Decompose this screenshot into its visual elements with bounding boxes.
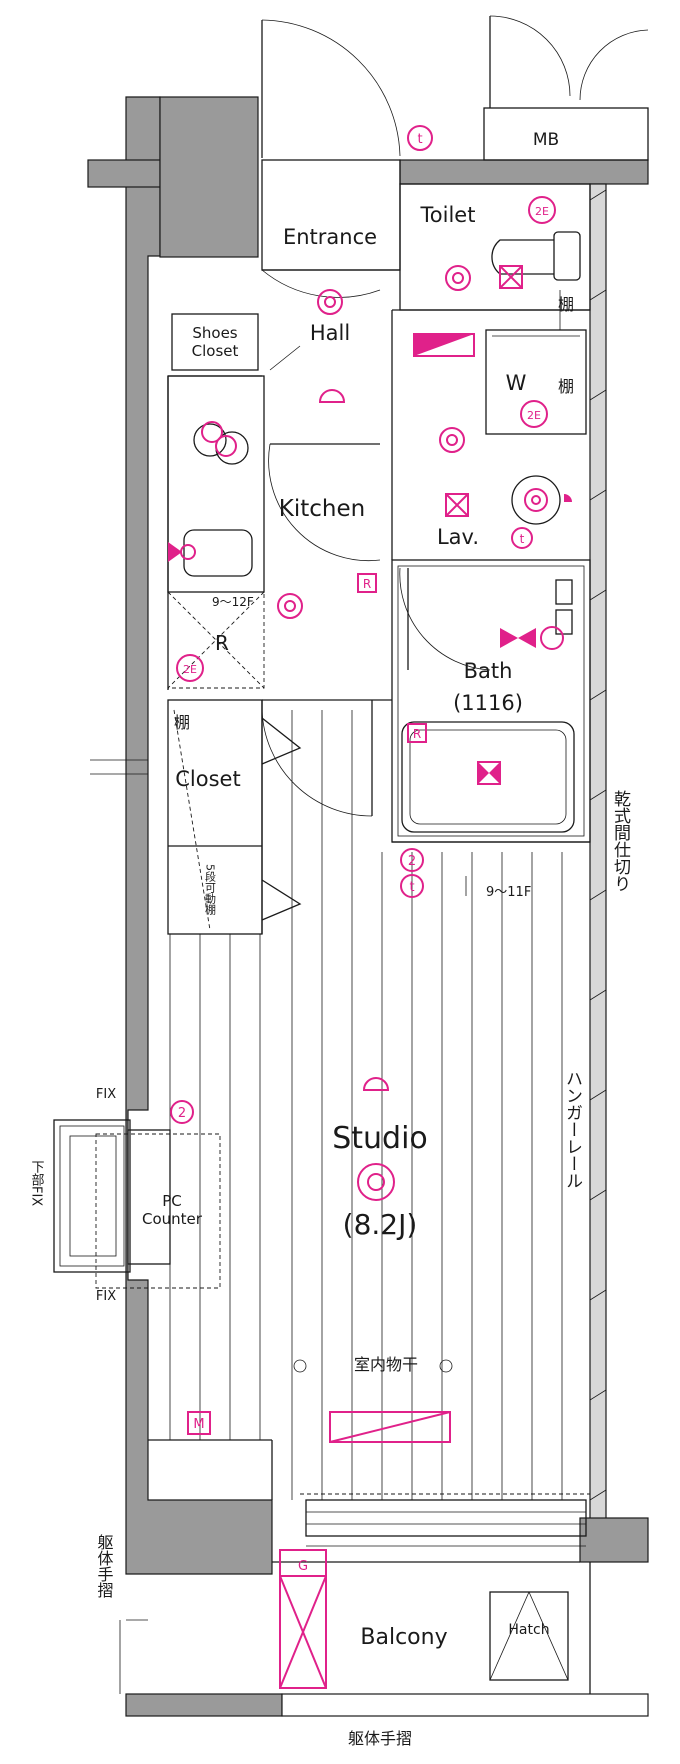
ceiling-studio-label: 9～11F [486,885,531,900]
hanger-rail-label: ハンガーレール [562,1070,582,1189]
lav-label: Lav. [437,525,479,549]
drying-unit-icon [329,1411,451,1443]
faucet-kitchen-icon [168,542,196,562]
bath-fixtures [401,475,575,833]
ceiling-light-kitchen-icon [277,593,303,619]
svg-text:2: 2 [178,1106,186,1121]
door-swings [261,269,491,921]
hall-label: Hall [310,321,350,345]
movable-shelf-label: 5段可動棚 [204,864,217,916]
shelf-label-closet: 棚 [174,713,190,732]
ceiling-light-lav-icon [439,427,465,453]
shoes-closet-label-2: Closet [192,342,239,360]
vent-fan-toilet-icon [499,265,523,289]
closet-label: Closet [175,767,240,791]
pc-counter-label-1: PC [162,1192,182,1210]
fix-top-label: FIX [96,1087,116,1102]
top-area [261,15,649,161]
vent-fan-lav-icon [445,493,469,517]
studio-flooring [148,710,590,1500]
bath-size-label: (1116) [453,691,523,715]
balcony-window [119,1493,591,1694]
right-wall-hatch [589,189,607,1501]
washbasin-faucet-icon [524,488,572,512]
tel-outlet-studio-icon: t [400,874,424,898]
svg-text:2E: 2E [535,205,549,218]
svg-text:M: M [193,1417,204,1432]
tel-outlet-lav-icon: t [511,527,533,549]
structural-walls [87,96,649,1717]
gas-heater-icon: G [279,1549,327,1689]
shoes-closet-label-1: Shoes [192,324,237,342]
meter-box-icon: M [187,1411,211,1435]
kitchen-r-label: R [215,631,229,655]
kitchen-label: Kitchen [279,496,365,522]
ceiling-light-hall-icon [317,289,343,315]
outlet-2e-w-icon: 2E [520,400,548,428]
svg-text:G: G [298,1559,308,1574]
indoor-drying-label: 室内物干 [354,1355,418,1374]
railing-left-label: 躯体手摺 [95,1534,114,1599]
ceiling-light-studio-icon [357,1163,395,1201]
shelf-label-w: 棚 [558,377,574,396]
studio-label: Studio [332,1121,428,1156]
interior-partitions [167,159,591,935]
remote-box-bath-icon: R [407,723,427,743]
railing-bottom-label: 躯体手摺 [348,1729,412,1748]
entrance-label: Entrance [283,225,377,249]
outlet-2e-kitchen-icon: 2E [176,654,204,682]
w-label: W [506,371,527,395]
studio-size-label: (8.2J) [343,1208,418,1241]
lower-fix-label: 下部FIX [29,1160,45,1206]
ceiling-light-toilet-icon [445,265,471,291]
pc-counter-window [53,759,221,1289]
outlet-2-studio-icon: 2 [400,848,424,872]
drying-pole-markers [293,1359,453,1373]
stove-icon [201,421,237,457]
toilet-fixture [491,231,581,330]
toilet-label: Toilet [420,203,476,227]
svg-text:t: t [409,880,414,895]
hatch-label: Hatch [508,1622,549,1638]
room-labels: Entrance Toilet Hall Shoes Closet W 棚 棚 … [96,203,574,1748]
svg-text:t: t [520,532,525,546]
svg-text:R: R [363,577,371,591]
faucet-bath-icon [500,626,564,650]
downlight-studio-icon [362,1077,390,1091]
vent-fan-bath-icon [477,761,501,785]
outlet-2-counter-icon: 2 [170,1100,194,1124]
svg-text:t: t [417,132,422,147]
svg-text:2E: 2E [183,663,197,676]
balcony-label: Balcony [360,1625,447,1650]
shelf-label-toilet: 棚 [558,295,574,314]
equipment-symbols: t t t 2E 2E 2E 2 2 [168,125,572,1689]
kanshiki-partition-label: 乾式間仕切り [610,790,631,892]
svg-text:2: 2 [408,854,416,869]
downlight-hall-icon [318,389,346,403]
remote-box-hall-icon: R [357,573,377,593]
fix-bottom-label: FIX [96,1289,116,1304]
svg-text:2E: 2E [527,409,541,422]
bath-label: Bath [464,659,513,683]
mb-label: MB [533,130,559,150]
switch-panel-lav-icon [413,333,475,357]
svg-text:R: R [413,727,421,741]
pc-counter-label-2: Counter [142,1210,203,1228]
ceiling-kitchen-label: 9～12F [212,595,254,609]
outlet-2e-toilet-icon: 2E [528,196,556,224]
tel-outlet-top-icon: t [407,125,433,151]
